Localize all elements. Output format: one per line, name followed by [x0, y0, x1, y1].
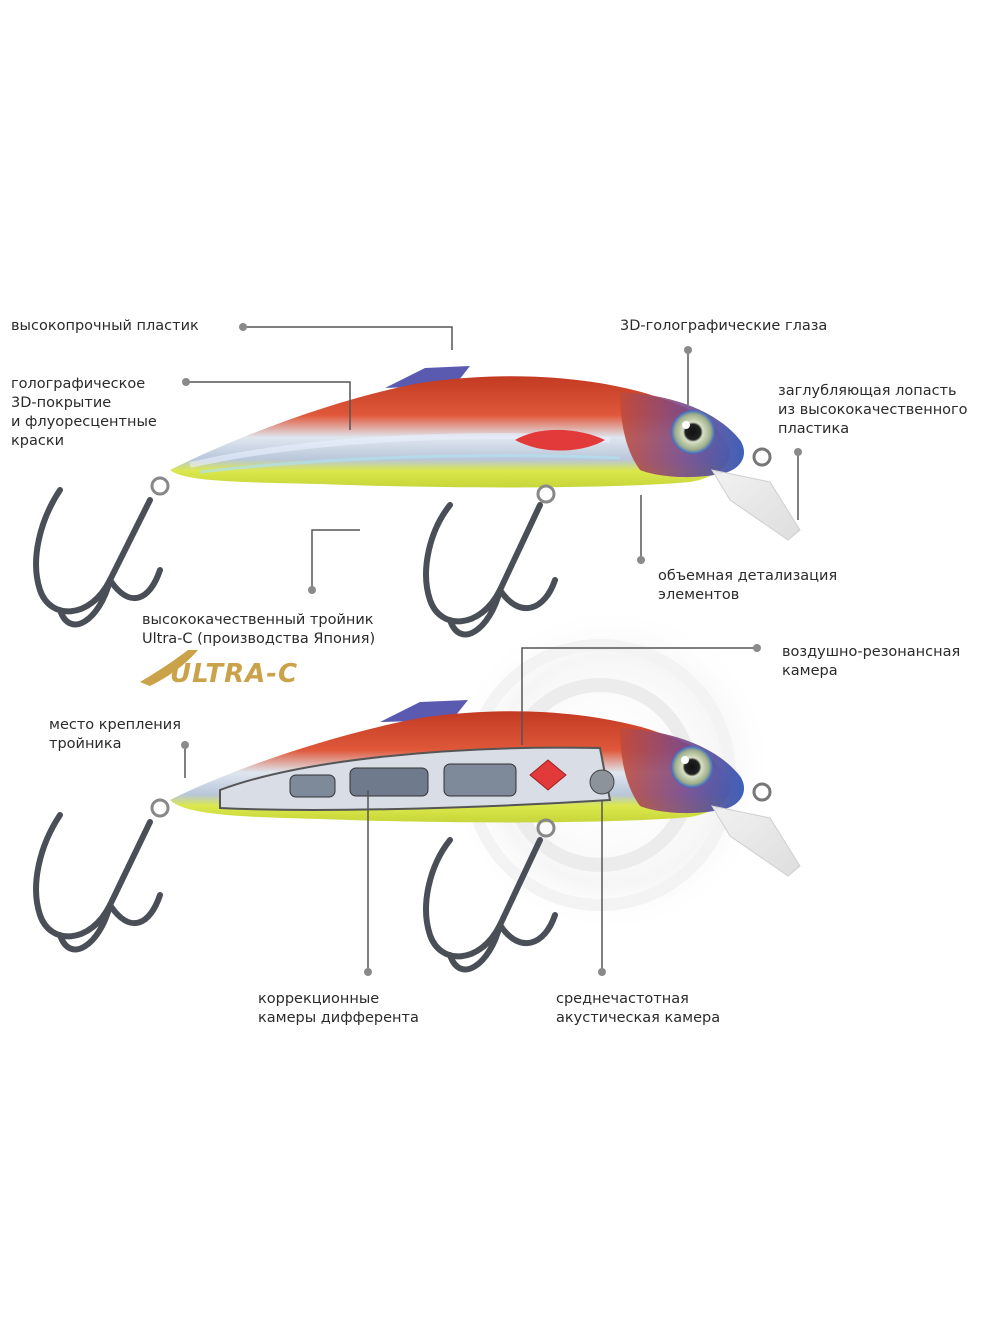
label-mount: место крепления тройника	[49, 717, 181, 752]
line-tie	[752, 782, 772, 802]
split-ring	[536, 818, 556, 838]
leader-plastic	[243, 326, 453, 350]
pectoral-fin	[515, 429, 605, 451]
logo-swoosh-icon	[140, 650, 198, 686]
eye-highlight	[681, 756, 689, 764]
label-trim-chambers: коррекционные камеры дифферента	[258, 991, 419, 1026]
split-ring	[150, 476, 170, 496]
lure-bottom	[150, 605, 801, 935]
line-tie	[752, 447, 772, 467]
ultra-c-logo: ULTRA-C	[140, 650, 298, 689]
label-air-chamber: воздушно-резонансная камера	[782, 644, 961, 679]
label-plastic: высокопрочный пластик	[11, 318, 199, 334]
eye	[671, 410, 715, 454]
label-treble: высококачественный тройник Ultra-C (прои…	[142, 612, 376, 647]
lure-top	[150, 366, 801, 541]
diving-lip	[710, 805, 801, 877]
diving-lip	[710, 469, 801, 541]
eye	[671, 746, 713, 788]
rattle-ball	[589, 769, 615, 795]
label-eyes: 3D-голографические глаза	[620, 318, 828, 334]
label-acoustic-chamber: среднечастотная акустическая камера	[556, 991, 721, 1026]
leader-holo	[186, 381, 351, 430]
trim-chamber	[349, 767, 429, 797]
acoustic-chamber	[529, 759, 567, 791]
holo-stripe	[199, 454, 621, 474]
trim-chamber	[289, 774, 336, 798]
leader-treble	[311, 529, 360, 590]
split-ring	[536, 484, 556, 504]
leader-lines	[184, 326, 799, 970]
eye-highlight	[682, 421, 690, 429]
lure-body	[170, 376, 731, 488]
logo-text: ULTRA-C	[170, 659, 298, 689]
label-holo-coating: голографическое 3D-покрытие и флуоресцен…	[11, 376, 157, 449]
label-lip: заглубляющая лопасть из высококачественн…	[778, 383, 968, 437]
treble-hook-front-bottom	[423, 837, 558, 973]
label-details: объемная детализация элементов	[658, 568, 838, 603]
leader-air	[521, 647, 757, 745]
leader-dots	[181, 323, 802, 976]
split-ring	[150, 798, 170, 818]
treble-hook-rear-top	[33, 487, 163, 628]
trim-chamber	[443, 763, 517, 797]
treble-hook-rear-bottom	[33, 812, 163, 953]
treble-hook-front-top	[423, 502, 558, 638]
